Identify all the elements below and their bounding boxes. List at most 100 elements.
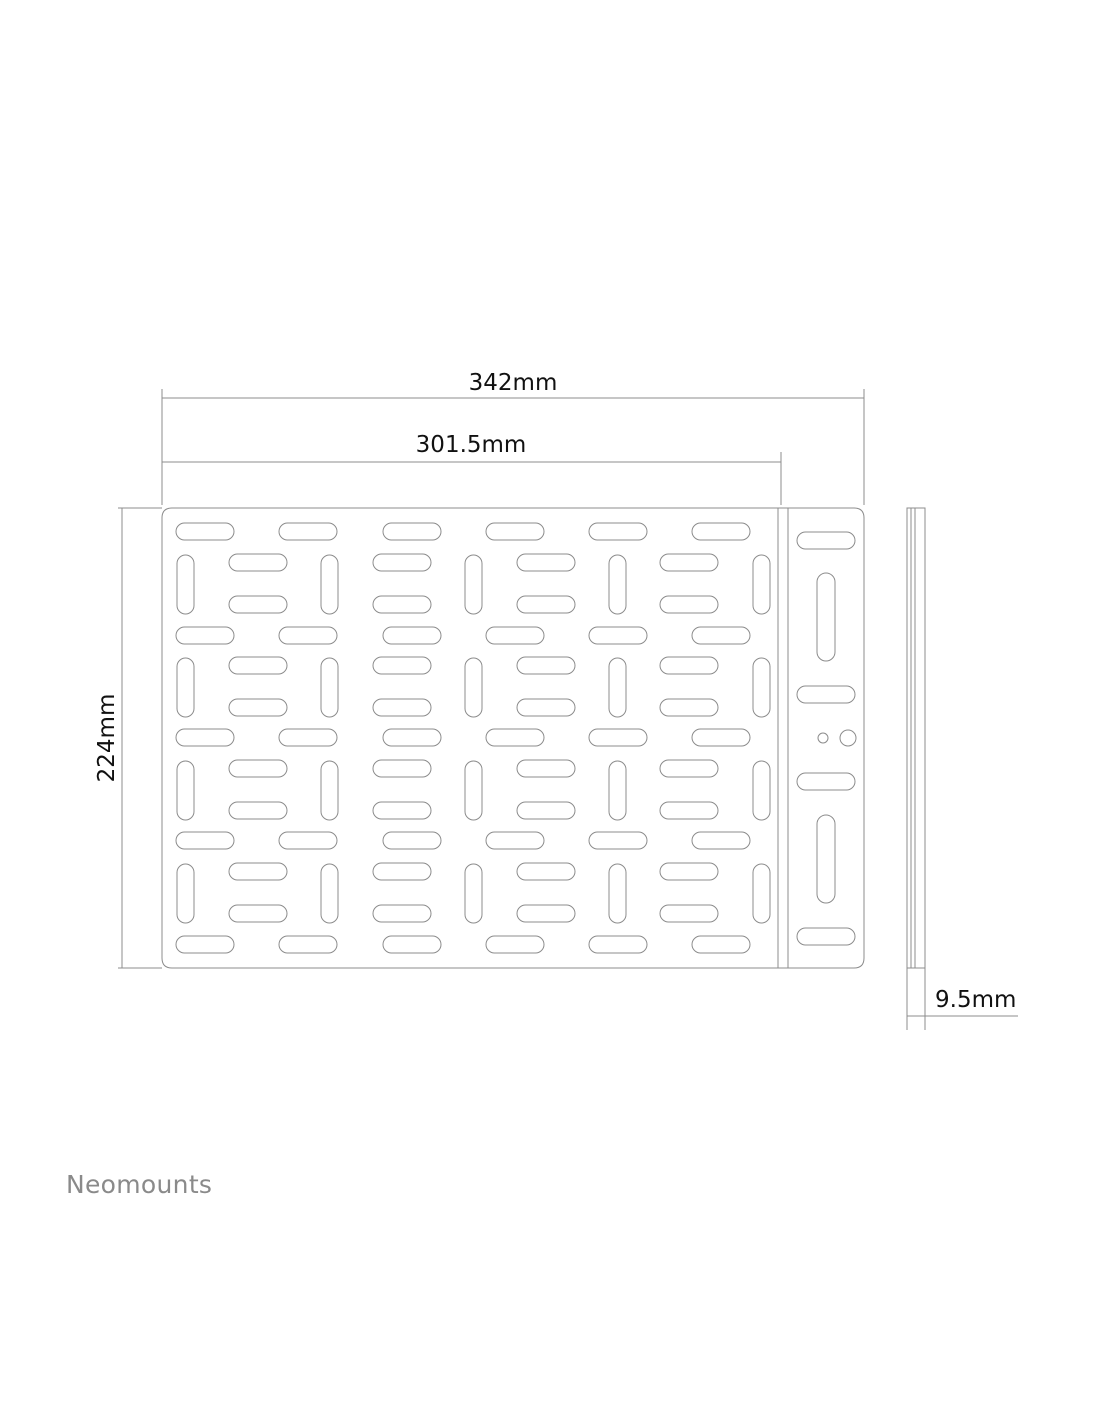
mounting-slot: [659, 656, 719, 675]
plate-divider: [777, 508, 789, 968]
mounting-slot: [485, 728, 545, 747]
mounting-slot: [516, 759, 576, 778]
mounting-slot: [372, 698, 432, 717]
mounting-slot: [588, 522, 648, 541]
mounting-slot: [588, 728, 648, 747]
mounting-slot: [608, 760, 627, 821]
bracket-slot: [816, 572, 836, 662]
mounting-slot: [175, 728, 235, 747]
mounting-slot: [228, 595, 288, 614]
mounting-slot: [588, 935, 648, 954]
mounting-slot: [278, 626, 338, 645]
mounting-slot: [176, 863, 195, 924]
mounting-slot: [691, 626, 751, 645]
mounting-slot: [382, 831, 442, 850]
mounting-slot: [752, 760, 771, 821]
mounting-slot: [228, 801, 288, 820]
mounting-slot: [691, 728, 751, 747]
mounting-slot: [516, 698, 576, 717]
mounting-slot: [175, 522, 235, 541]
mounting-slot: [691, 831, 751, 850]
inner-width-label: 301.5mm: [416, 432, 527, 458]
mounting-slot: [176, 657, 195, 718]
mounting-slot: [320, 760, 339, 821]
mounting-slot: [372, 904, 432, 923]
mounting-slot: [464, 863, 483, 924]
mounting-slot: [516, 904, 576, 923]
mounting-slot: [278, 935, 338, 954]
overall-width-label: 342mm: [469, 370, 558, 396]
mounting-slot: [659, 759, 719, 778]
mounting-slot: [752, 863, 771, 924]
mounting-slot: [278, 831, 338, 850]
mounting-slot: [659, 698, 719, 717]
mounting-slot: [320, 863, 339, 924]
mounting-slot: [464, 657, 483, 718]
mounting-slot: [659, 553, 719, 572]
mounting-slot: [228, 759, 288, 778]
mounting-slot: [464, 554, 483, 615]
bracket-slot: [816, 814, 836, 904]
mounting-slot: [176, 554, 195, 615]
mounting-slot: [516, 553, 576, 572]
plate-outline: [161, 507, 865, 969]
mounting-slot: [228, 553, 288, 572]
mounting-slot: [175, 626, 235, 645]
mounting-slot: [608, 863, 627, 924]
mounting-slot: [228, 904, 288, 923]
mounting-slot: [175, 831, 235, 850]
mounting-slot: [278, 728, 338, 747]
mounting-slot: [372, 801, 432, 820]
mounting-slot: [485, 522, 545, 541]
side-profile: [906, 507, 926, 969]
mounting-slot: [175, 935, 235, 954]
mounting-slot: [382, 935, 442, 954]
bracket-slot: [796, 772, 856, 791]
mounting-slot: [659, 801, 719, 820]
mounting-slot: [372, 862, 432, 881]
height-label: 224mm: [94, 694, 120, 783]
mounting-slot: [278, 522, 338, 541]
mounting-slot: [516, 801, 576, 820]
mounting-slot: [752, 657, 771, 718]
mounting-slot: [752, 554, 771, 615]
bracket-hole-large: [839, 729, 857, 747]
mounting-slot: [691, 522, 751, 541]
mounting-slot: [485, 626, 545, 645]
mounting-slot: [176, 760, 195, 821]
bracket-slot: [796, 927, 856, 946]
mounting-slot: [516, 656, 576, 675]
mounting-slot: [608, 657, 627, 718]
height-dimension: [118, 507, 162, 969]
mounting-slot: [228, 656, 288, 675]
mounting-slot: [485, 831, 545, 850]
mounting-slot: [608, 554, 627, 615]
inner-width-dimension: [162, 452, 782, 505]
mounting-slot: [382, 626, 442, 645]
mounting-slot: [372, 595, 432, 614]
mounting-slot: [372, 553, 432, 572]
thickness-dimension: [906, 968, 1018, 1030]
bracket-hole-small: [817, 732, 829, 744]
brand-logo-text: Neomounts: [66, 1170, 213, 1199]
bracket-slot: [796, 531, 856, 550]
mounting-slot: [588, 626, 648, 645]
mounting-slot: [382, 728, 442, 747]
slot-pattern: [175, 522, 771, 954]
mounting-slot: [691, 935, 751, 954]
thickness-label: 9.5mm: [935, 987, 1016, 1013]
mounting-slot: [320, 554, 339, 615]
mounting-slot: [588, 831, 648, 850]
mounting-slot: [320, 657, 339, 718]
mounting-slot: [516, 862, 576, 881]
mounting-slot: [464, 760, 483, 821]
mounting-slot: [659, 904, 719, 923]
bracket-slots: [796, 531, 857, 946]
mounting-slot: [372, 656, 432, 675]
mounting-slot: [659, 595, 719, 614]
mounting-slot: [659, 862, 719, 881]
mounting-slot: [228, 862, 288, 881]
mounting-slot: [516, 595, 576, 614]
mounting-slot: [228, 698, 288, 717]
